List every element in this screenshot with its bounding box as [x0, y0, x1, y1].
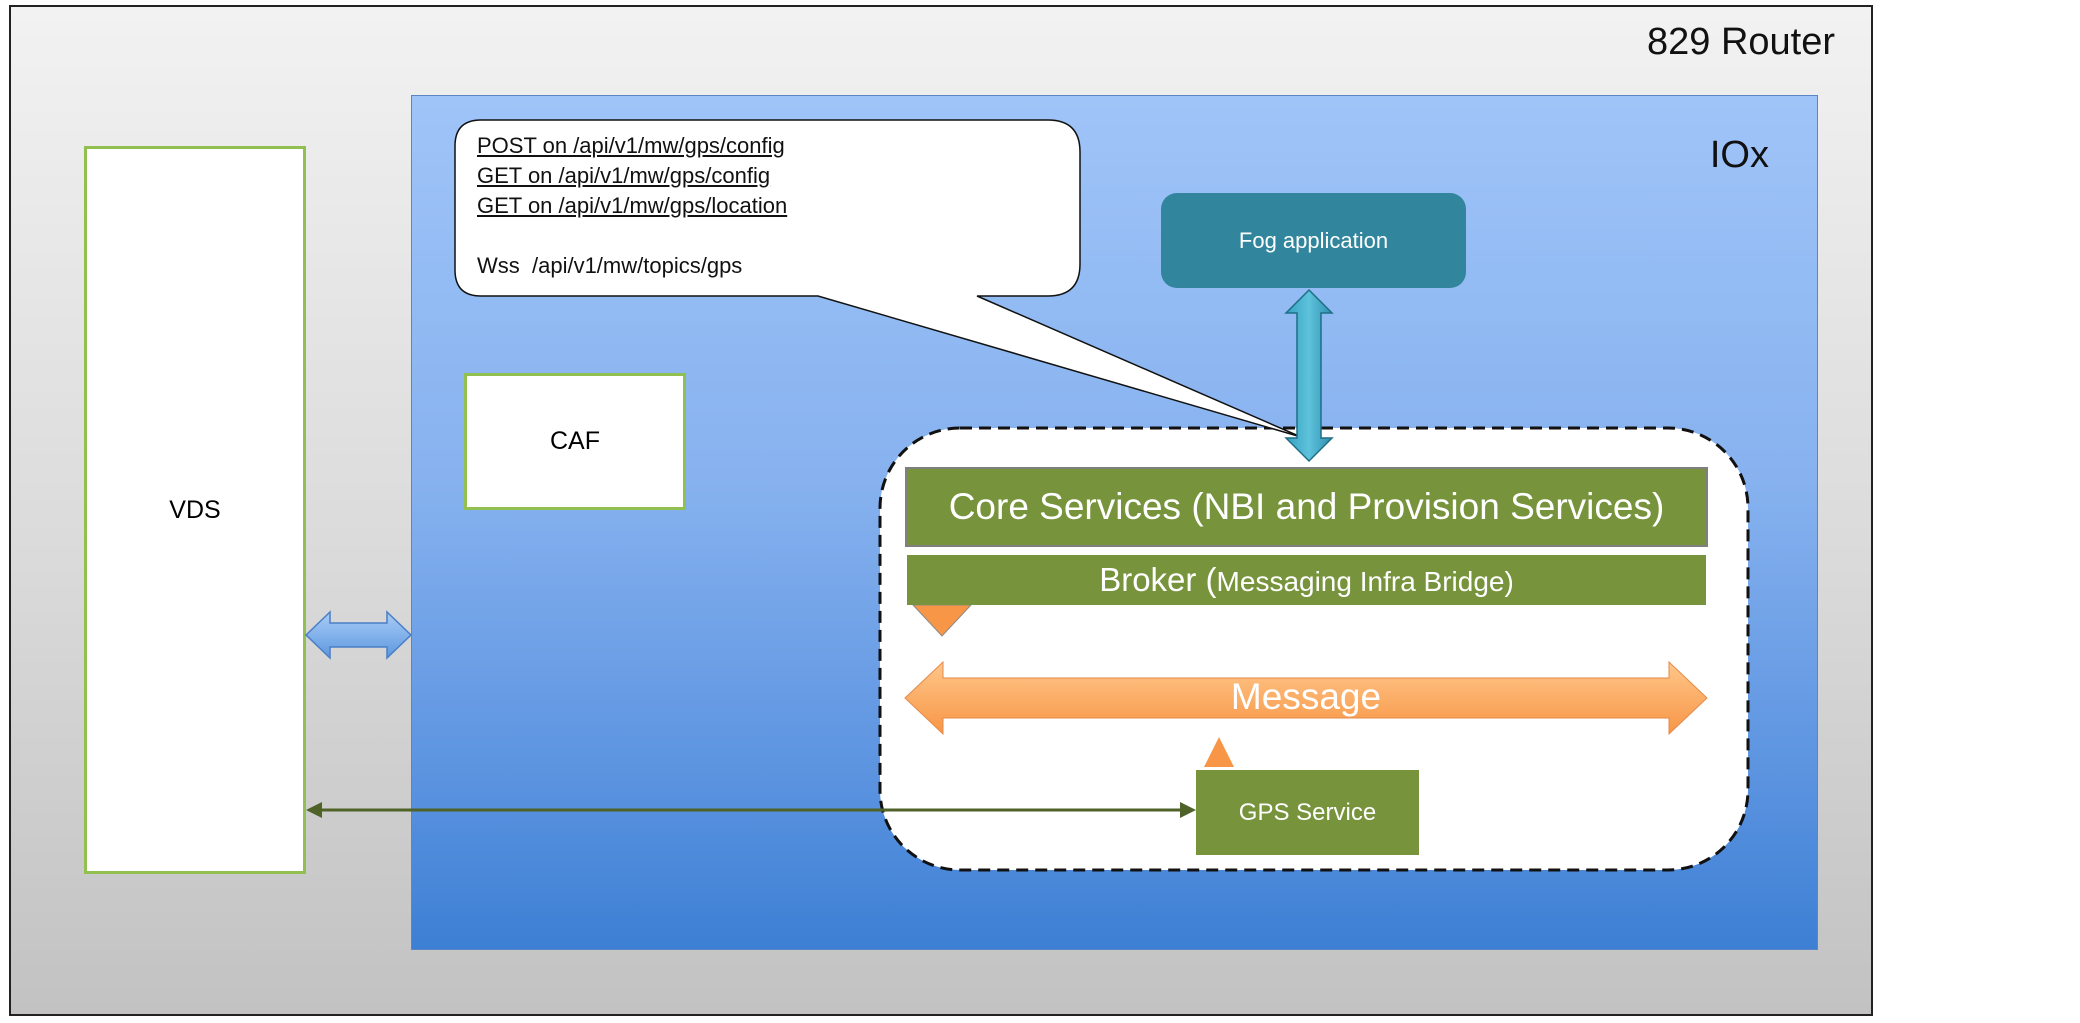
- api-line-post-config: POST on /api/v1/mw/gps/config: [477, 133, 785, 158]
- vds-gps-arrowhead-right: [1180, 802, 1196, 818]
- broker-main-label: Broker (: [1099, 561, 1217, 598]
- message-bus-arrow: [904, 660, 1708, 736]
- gps-connector-triangle: [1204, 737, 1234, 767]
- caf-box: CAF: [464, 373, 686, 510]
- callout-text: POST on /api/v1/mw/gps/config GET on /ap…: [477, 131, 1067, 281]
- core-services-label: Core Services (NBI and Provision Service…: [948, 486, 1665, 527]
- caf-label: CAF: [550, 427, 600, 455]
- vds-iox-arrow: [304, 610, 413, 660]
- broker-label: Broker (Messaging Infra Bridge): [1099, 561, 1514, 599]
- vds-gps-arrowhead-left: [306, 802, 322, 818]
- broker-box: Broker (Messaging Infra Bridge): [907, 555, 1706, 605]
- fog-application-label: Fog application: [1238, 227, 1389, 253]
- router-title: 829 Router: [1646, 21, 1835, 63]
- api-line-wss: Wss /api/v1/mw/topics/gps: [477, 253, 743, 278]
- vds-box: VDS: [84, 146, 306, 874]
- vds-label: VDS: [169, 495, 221, 524]
- broker-sub-label: Messaging Infra Bridge): [1216, 566, 1514, 597]
- gps-service-label: GPS Service: [1238, 798, 1377, 826]
- message-bus-label: Message Bus: [1230, 676, 1382, 759]
- core-services-box: Core Services (NBI and Provision Service…: [905, 467, 1708, 547]
- fog-application-box: Fog application: [1161, 193, 1466, 288]
- broker-connector-triangle: [911, 604, 973, 637]
- gps-service-box: GPS Service: [1196, 770, 1419, 855]
- api-line-get-config: GET on /api/v1/mw/gps/config: [477, 163, 771, 188]
- iox-title: IOx: [1709, 134, 1769, 176]
- api-callout: [454, 119, 1302, 438]
- fog-core-arrow: [1284, 288, 1334, 463]
- api-line-get-location: GET on /api/v1/mw/gps/location: [477, 193, 788, 218]
